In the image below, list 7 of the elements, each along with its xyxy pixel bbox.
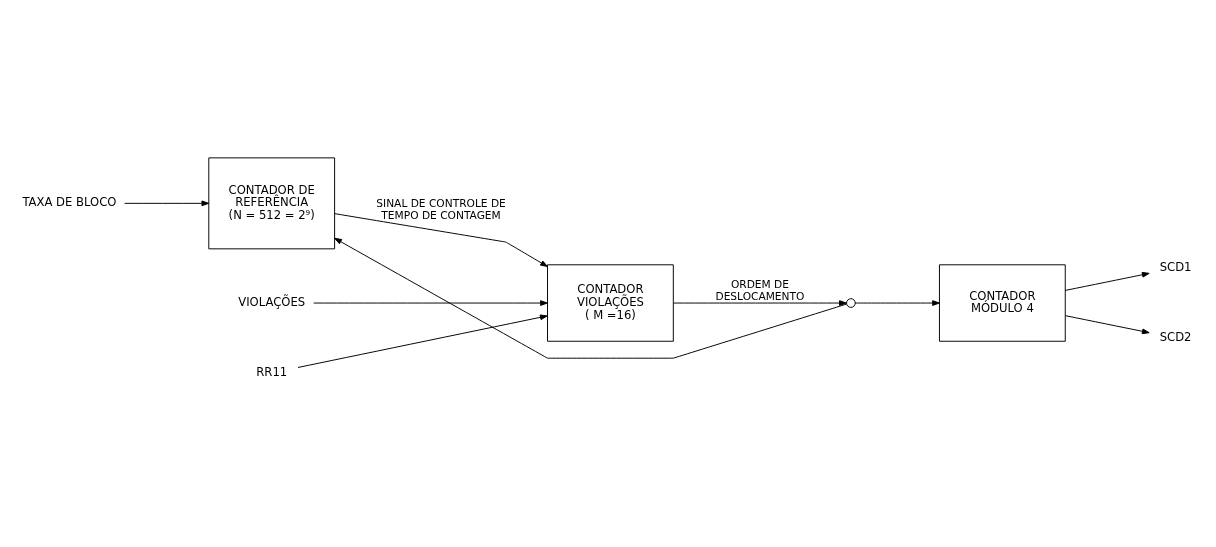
node-text: RR11 bbox=[256, 364, 288, 379]
node-text: TAXA DE BLOCO bbox=[22, 194, 117, 209]
node-text: VIOLAÇÕES bbox=[238, 294, 306, 309]
node-text: SCD2 bbox=[1159, 329, 1192, 344]
edge-label: SINAL DE CONTROLE DE TEMPO DE CONTAGEM bbox=[376, 196, 506, 222]
edge-label: ORDEM DE DESLOCAMENTO bbox=[715, 277, 805, 303]
node-text: SCD1 bbox=[1159, 259, 1192, 274]
